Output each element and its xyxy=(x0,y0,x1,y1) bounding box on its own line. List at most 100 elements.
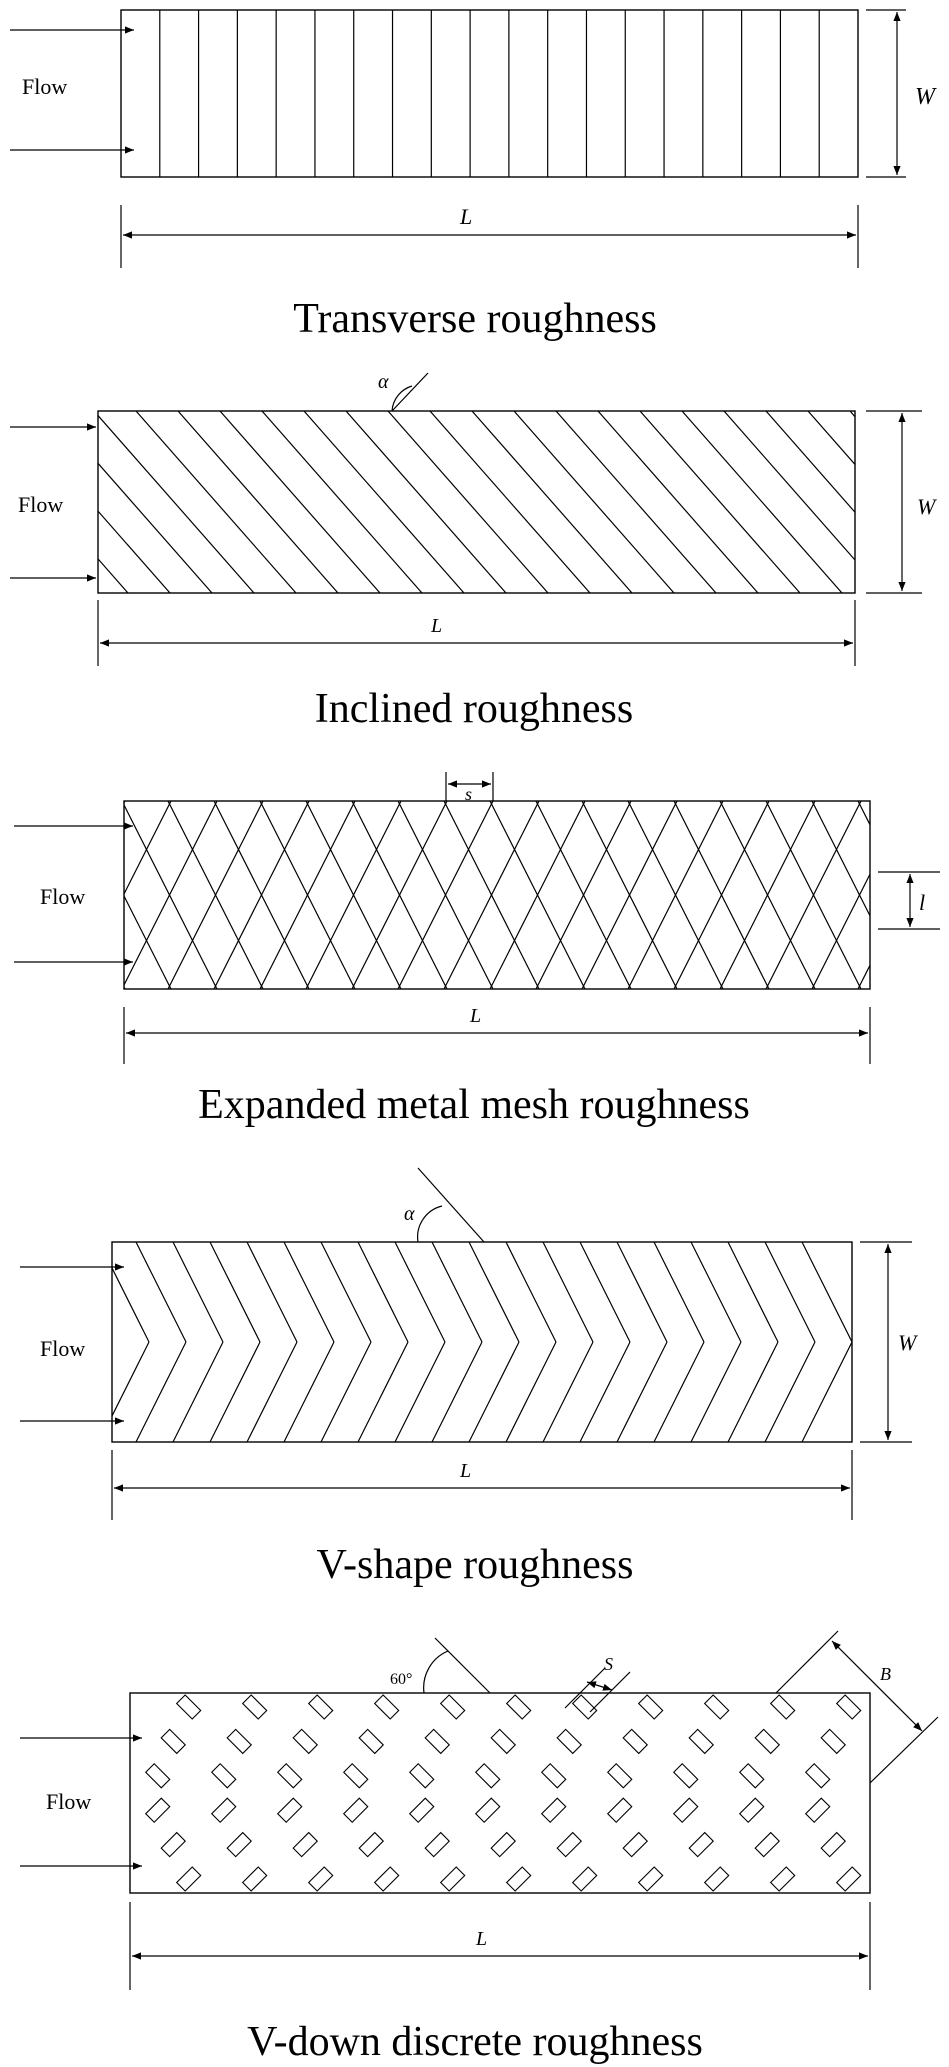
flow-label: Flow xyxy=(40,884,85,909)
inclined-rib xyxy=(765,411,855,514)
discrete-rib-block xyxy=(307,1866,334,1892)
angle-label: α xyxy=(378,371,389,393)
discrete-rib-block xyxy=(820,1728,847,1755)
angle-arc xyxy=(423,1650,449,1694)
v-rib-arm xyxy=(112,1340,113,1342)
mesh-lattice xyxy=(124,801,870,989)
flow-label: Flow xyxy=(46,1789,91,1814)
pitch-label: S xyxy=(604,1654,613,1674)
discrete-rib-block xyxy=(622,1831,649,1858)
v-rib-arm xyxy=(801,1341,852,1442)
v-shaped-ribs xyxy=(112,1242,852,1442)
v-rib-arm xyxy=(690,1341,742,1442)
discrete-rib-block xyxy=(424,1728,451,1755)
discrete-rib-block xyxy=(606,1763,633,1789)
v-rib-arm xyxy=(283,1341,335,1442)
panel-transverse: Flow W L Transverse roughness xyxy=(10,9,937,342)
discrete-rib-block xyxy=(342,1763,369,1789)
discrete-rib-block xyxy=(804,1797,831,1823)
flow-label: Flow xyxy=(22,74,67,99)
angle-arc xyxy=(391,385,413,412)
v-rib-arm xyxy=(394,1341,446,1442)
caption-v-down-discrete: V-down discrete roughness xyxy=(247,2019,703,2065)
discrete-rib-block xyxy=(276,1763,303,1789)
v-rib-arm xyxy=(690,1242,742,1343)
inclined-rib xyxy=(303,411,465,593)
v-rib-arm xyxy=(764,1242,816,1343)
inclined-rib xyxy=(513,411,675,593)
discrete-rib-block xyxy=(672,1797,699,1823)
mesh-strand xyxy=(259,801,356,989)
angle-reference-line xyxy=(391,372,429,412)
channel-plate xyxy=(120,9,859,178)
discrete-rib-block xyxy=(175,1866,202,1892)
mesh-strand xyxy=(627,801,724,989)
mesh-strand xyxy=(719,801,816,989)
discrete-rib-block xyxy=(175,1694,202,1720)
channel-plate xyxy=(97,410,856,594)
discrete-rib-block xyxy=(540,1797,567,1823)
v-rib-arm xyxy=(135,1341,187,1442)
v-rib-arm xyxy=(764,1341,816,1442)
inclined-rib xyxy=(345,411,507,593)
width-label: W xyxy=(898,1330,918,1355)
discrete-rib-block xyxy=(688,1728,715,1755)
v-rib-arm xyxy=(653,1341,705,1442)
rib-length-label: l xyxy=(919,890,925,915)
extension-line xyxy=(589,1671,631,1713)
v-rib-arm xyxy=(727,1341,779,1442)
discrete-rib-block xyxy=(571,1694,598,1720)
discrete-rib-block xyxy=(439,1866,466,1892)
inclined-rib xyxy=(0,411,2,593)
discrete-rib-block xyxy=(292,1831,319,1858)
discrete-rib-block xyxy=(703,1694,730,1720)
v-rib-arm xyxy=(579,1242,631,1343)
v-rib-arm xyxy=(112,1341,150,1418)
inclined-rib xyxy=(135,411,297,593)
mesh-strand xyxy=(397,801,494,989)
discrete-rib-block xyxy=(556,1728,583,1755)
length-label: L xyxy=(469,1005,481,1027)
inclined-rib xyxy=(98,510,171,593)
discrete-rib-block xyxy=(571,1866,598,1892)
angle-label: α xyxy=(404,1203,415,1225)
caption-inclined: Inclined roughness xyxy=(315,686,633,732)
v-rib-arm xyxy=(357,1341,409,1442)
panel-v-down-discrete: Flow 60° S B L V-down discrete roughness xyxy=(20,1630,939,2065)
v-rib-arm xyxy=(616,1242,668,1343)
v-rib-arm xyxy=(579,1341,631,1442)
v-rib-arm xyxy=(431,1242,483,1343)
inclined-rib xyxy=(261,411,423,593)
discrete-rib-block xyxy=(540,1763,567,1789)
discrete-rib-block xyxy=(490,1831,517,1858)
mesh-strand xyxy=(673,801,770,989)
mesh-strand xyxy=(581,801,678,989)
v-rib-arm xyxy=(357,1242,409,1343)
mesh-strand xyxy=(351,801,448,989)
discrete-rib-block xyxy=(637,1694,664,1720)
mesh-strand xyxy=(124,801,172,896)
discrete-rib-block xyxy=(226,1831,253,1858)
extension-line xyxy=(775,1630,839,1694)
block-width-dimension-arrow xyxy=(831,1640,923,1732)
v-rib-arm xyxy=(209,1242,261,1343)
v-rib-arm xyxy=(112,1266,150,1343)
inclined-rib xyxy=(555,411,717,593)
mesh-strand xyxy=(535,801,632,989)
discrete-rib-block xyxy=(408,1763,435,1789)
v-rib-arm xyxy=(542,1242,594,1343)
discrete-rib-block xyxy=(474,1763,501,1789)
discrete-rib-block xyxy=(672,1763,699,1789)
v-rib-arm xyxy=(653,1242,705,1343)
mesh-strand xyxy=(489,801,586,989)
discrete-rib-block xyxy=(373,1694,400,1720)
discrete-rib-block xyxy=(241,1866,268,1892)
angle-arc xyxy=(417,1205,443,1243)
mesh-strand xyxy=(213,801,310,989)
caption-expanded-mesh: Expanded metal mesh roughness xyxy=(198,1082,750,1128)
discrete-rib-block xyxy=(490,1728,517,1755)
mesh-strand xyxy=(124,894,172,989)
panel-expanded-mesh: Flow s l L Expanded metal mesh roughness xyxy=(14,772,940,1128)
angle-reference-line xyxy=(417,1167,485,1243)
